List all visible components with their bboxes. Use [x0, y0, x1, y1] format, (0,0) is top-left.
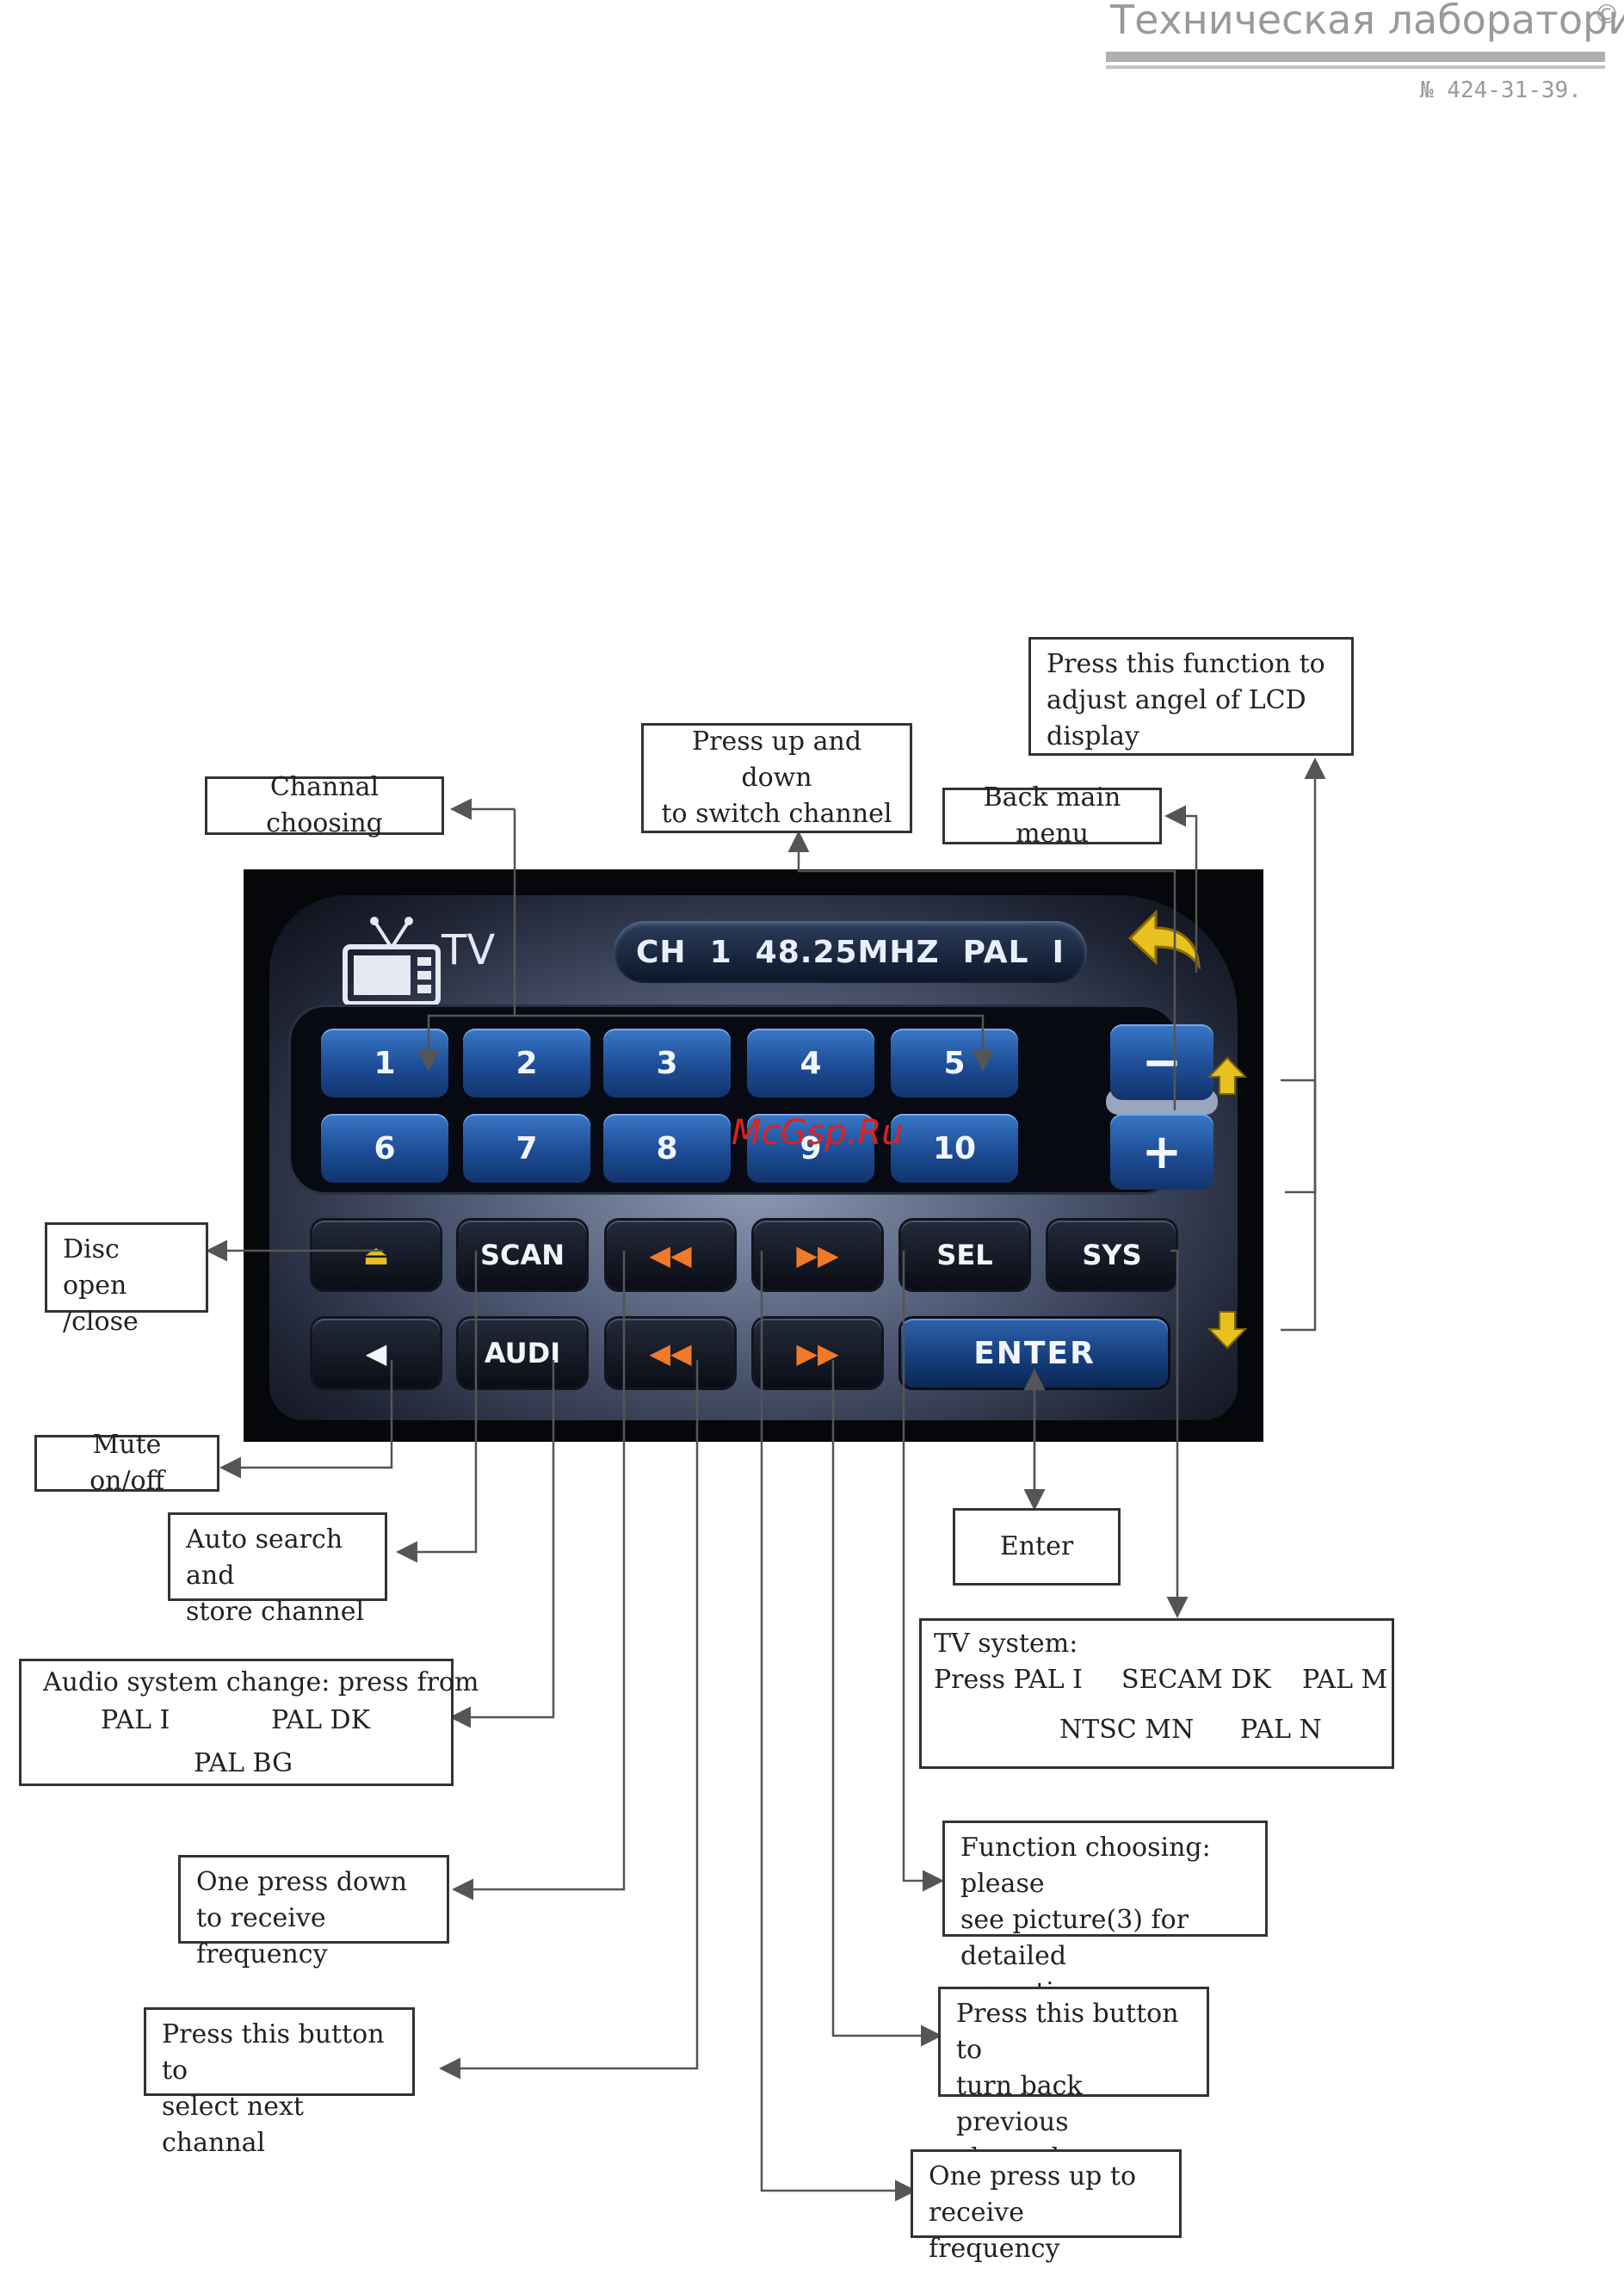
channel-key-3[interactable]: 3 — [603, 1029, 731, 1097]
fast-forward-button[interactable]: ▶▶ — [754, 1221, 881, 1289]
next-channel-button[interactable]: ▶▶ — [754, 1319, 881, 1388]
previous-channel-button[interactable]: ◀◀ — [607, 1319, 734, 1388]
mode-label: TV — [442, 926, 496, 974]
tv-device-panel: TV CH 1 48.25MHZ PAL I 1 2 3 4 5 6 7 8 9… — [244, 869, 1263, 1442]
copyright-mark: © — [1594, 0, 1620, 30]
callout-one-press-down: One press down to receive frequency — [178, 1855, 449, 1969]
channel-key-7[interactable]: 7 — [463, 1114, 590, 1183]
tv-icon — [343, 917, 441, 1006]
sel-button[interactable]: SEL — [901, 1221, 1028, 1289]
rewind-button[interactable]: ◀◀ — [607, 1221, 734, 1289]
tv-system-pal-n: PAL N — [1240, 1715, 1322, 1745]
audio-pal-i: PAL I — [101, 1705, 170, 1735]
site-watermark: McGsp.Ru — [732, 1113, 904, 1153]
channel-key-10[interactable]: 10 — [891, 1114, 1018, 1183]
callout-tv-system: TV system: Press PAL I SECAM DK PAL M NT… — [919, 1618, 1394, 1769]
eject-button[interactable]: ⏏ — [312, 1221, 440, 1289]
tv-system-line-1: TV system: — [934, 1629, 1078, 1659]
callout-one-press-up: One press up to receive frequency — [911, 2149, 1182, 2264]
callout-enter: Enter — [953, 1508, 1121, 1586]
lcd-display: CH 1 48.25MHZ PAL I — [614, 921, 1087, 983]
lab-phone: № 424-31-39. — [1420, 77, 1582, 103]
callout-disc-open-close: Disc open /close — [45, 1222, 208, 1337]
callout-function-choosing: Function choosing: please see picture(3)… — [942, 1821, 1268, 2007]
tv-system-pal-m: PAL M — [1302, 1665, 1388, 1695]
callout-back-main-menu: Back main menu — [942, 782, 1162, 849]
lcd-text: CH 1 48.25MHZ PAL I — [635, 934, 1065, 970]
audio-pal-dk: PAL DK — [271, 1705, 371, 1735]
scan-button[interactable]: SCAN — [459, 1221, 586, 1289]
callout-mute: Mute on/off — [34, 1430, 219, 1496]
channel-key-4[interactable]: 4 — [747, 1029, 874, 1097]
tv-system-secam: SECAM DK — [1121, 1665, 1271, 1695]
channel-key-2[interactable]: 2 — [463, 1029, 590, 1097]
callout-previous-channel: Press this button to turn back previous … — [938, 1987, 1209, 2173]
callout-up-down-switch: Press up and down to switch channel — [641, 723, 912, 833]
lcd-angle-down-icon[interactable] — [1207, 1310, 1247, 1350]
mute-button[interactable]: ◀ — [312, 1319, 440, 1388]
callout-audio-system: Audio system change: press from PAL I PA… — [19, 1659, 479, 1786]
lcd-angle-up-icon[interactable] — [1207, 1056, 1247, 1096]
audio-line-1: Audio system change: press from — [43, 1667, 479, 1697]
sys-button[interactable]: SYS — [1048, 1221, 1176, 1289]
callout-channel-choosing: Channal choosing — [205, 772, 444, 838]
channel-up-button[interactable]: + — [1110, 1114, 1213, 1190]
header-rule — [1106, 52, 1605, 62]
callout-auto-search: Auto search and store channel — [168, 1512, 387, 1627]
channel-key-6[interactable]: 6 — [321, 1114, 448, 1183]
tv-system-ntsc: NTSC MN — [1059, 1715, 1195, 1745]
lab-title: Техническая лаборатория — [1110, 0, 1624, 43]
channel-key-9[interactable]: 9 — [747, 1114, 874, 1183]
audi-button[interactable]: AUDI — [459, 1319, 586, 1388]
callout-next-channel: Press this button to select next channal — [144, 2007, 415, 2158]
channel-key-5[interactable]: 5 — [891, 1029, 1018, 1097]
back-main-menu-icon[interactable] — [1121, 904, 1207, 973]
audio-pal-bg: PAL BG — [194, 1748, 293, 1778]
tv-system-pal-i: Press PAL I — [934, 1665, 1084, 1695]
header-rule-thin — [1106, 65, 1605, 69]
channel-key-8[interactable]: 8 — [603, 1114, 731, 1183]
callout-lcd-angle: Press this function to adjust angel of L… — [1028, 637, 1354, 756]
channel-down-button[interactable]: − — [1110, 1024, 1213, 1100]
